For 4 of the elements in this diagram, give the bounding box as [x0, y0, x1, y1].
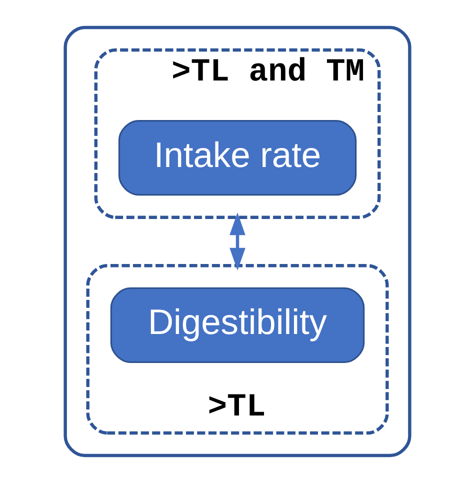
node-box: Digestibility [110, 287, 365, 363]
arrow [230, 212, 246, 271]
cluster [64, 26, 412, 458]
node-box: Intake rate [118, 120, 357, 196]
